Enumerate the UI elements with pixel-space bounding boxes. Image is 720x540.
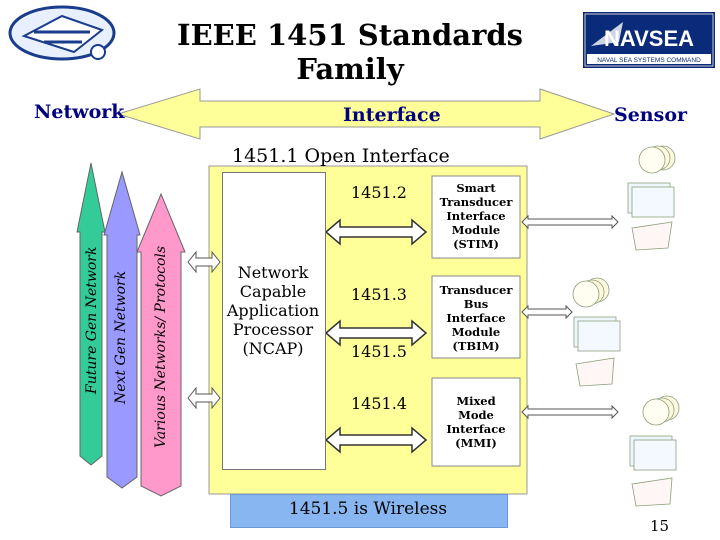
mmi-label: Mixed Mode Interface (MMI) <box>446 394 506 450</box>
wireless-bar <box>230 494 508 528</box>
mmi-arrow <box>324 426 428 454</box>
ncap-box <box>222 172 326 470</box>
next-gen-label: Next Gen Network <box>113 270 129 404</box>
network-label: Network <box>34 101 125 123</box>
future-gen-label: Future Gen Network <box>84 246 100 395</box>
stim-sensor-arrow <box>521 214 619 230</box>
various-networks-arrow <box>136 192 186 497</box>
header-double-arrow <box>116 88 616 140</box>
tbim-label: Transducer Bus Interface Module (TBIM) <box>439 283 513 353</box>
standard-1451-2: 1451.2 <box>351 183 407 202</box>
sensor-card-icon <box>572 145 680 507</box>
stim-label: Smart Transducer Interface Module (STIM) <box>439 181 513 251</box>
mmi-box <box>431 377 521 467</box>
ncap-label: Network Capable Application Processor (N… <box>226 263 320 358</box>
various-networks-label: Various Networks/ Protocols <box>153 245 169 448</box>
future-gen-arrow <box>76 162 106 466</box>
mmi-sensor-arrow <box>521 404 619 420</box>
standard-1451-5: 1451.5 <box>351 342 407 361</box>
sensor-label: Sensor <box>614 104 688 126</box>
logo-emblem-icon <box>8 5 116 61</box>
navsea-logo-icon: NAVSEA NAVAL SEA SYSTEMS COMMAND <box>583 12 715 68</box>
svg-text:NAVSEA: NAVSEA <box>604 26 694 51</box>
interface-label: Interface <box>343 104 441 126</box>
next-gen-arrow <box>103 170 141 489</box>
tbim-sensor-arrow <box>521 304 573 320</box>
stim-box <box>431 175 521 259</box>
svg-text:NAVAL SEA SYSTEMS COMMAND: NAVAL SEA SYSTEMS COMMAND <box>597 57 701 64</box>
page-title: IEEE 1451 Standards Family <box>177 18 523 86</box>
standard-1451-3: 1451.3 <box>351 285 407 304</box>
tbim-box <box>431 275 521 359</box>
page-number: 15 <box>650 517 670 535</box>
wireless-label: 1451.5 is Wireless <box>288 499 448 519</box>
stim-arrow <box>324 218 428 246</box>
tbim-arrow <box>324 319 428 347</box>
open-interface-label: 1451.1 Open Interface <box>232 145 450 167</box>
network-ncap-arrow <box>187 250 221 410</box>
standard-1451-4: 1451.4 <box>351 394 407 413</box>
